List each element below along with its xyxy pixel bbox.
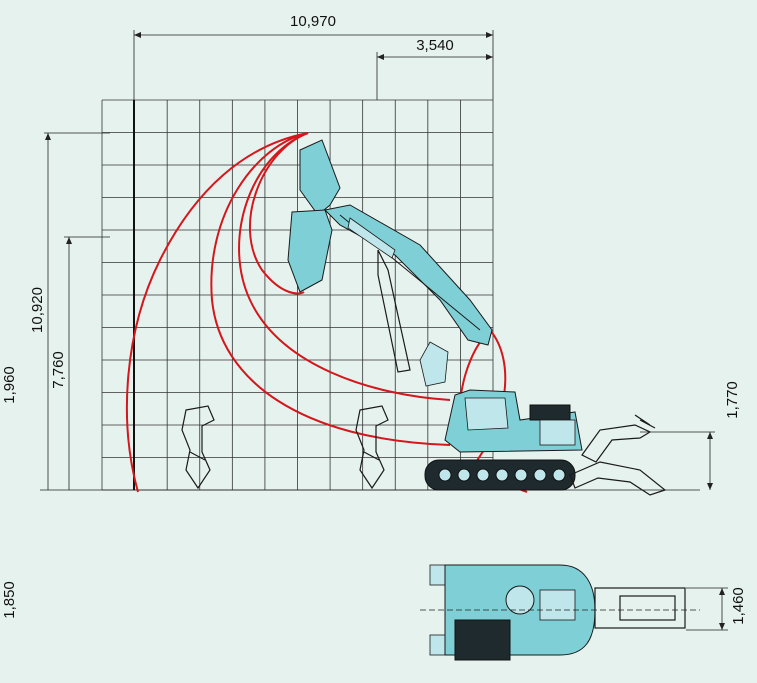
excavator-cab: [444, 389, 583, 453]
top-dimension-lines: [133, 30, 494, 100]
track-roller: [533, 468, 547, 482]
left-cut-label: 1,960: [1, 366, 18, 404]
track-roller: [457, 468, 471, 482]
front-height-label: 1,770: [724, 381, 741, 419]
left-dimension-lines: [44, 132, 110, 490]
excavator-boom: [323, 204, 493, 346]
bottom-left-cut-label: 1,850: [1, 581, 18, 619]
ghost-lower-arm: [377, 249, 449, 387]
track-roller: [514, 468, 528, 482]
front-height-dimension: [640, 431, 715, 490]
max-height-label: 10,920: [29, 287, 46, 333]
offset-width-label: 3,540: [416, 37, 454, 54]
track-roller: [476, 468, 490, 482]
track-roller: [438, 468, 452, 482]
excavator-arm: [287, 139, 341, 293]
rear-attachment: [569, 414, 667, 496]
secondary-height-label: 7,760: [50, 351, 67, 389]
ground-attachment-left: [181, 405, 215, 490]
excavator-top-view: [420, 564, 700, 661]
track-width-dimension: [686, 587, 728, 631]
max-reach-label: 10,970: [290, 13, 336, 30]
ground-attachment-right: [355, 405, 389, 490]
track-roller: [552, 468, 566, 482]
track-width-label: 1,460: [730, 587, 747, 625]
excavator-undercarriage: [424, 459, 576, 491]
track-roller: [495, 468, 509, 482]
